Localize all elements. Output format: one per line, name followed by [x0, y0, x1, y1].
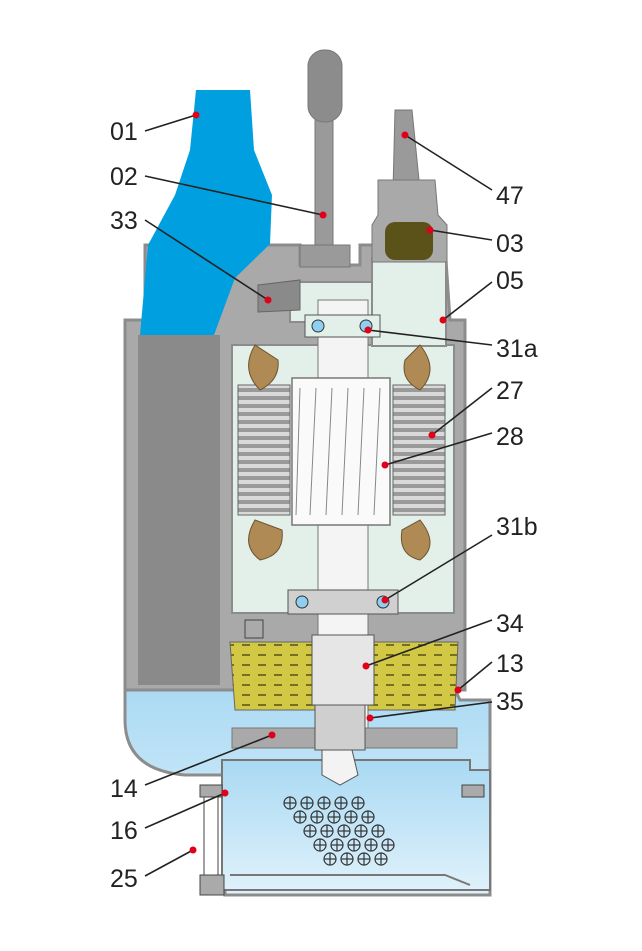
strainer-hole — [340, 852, 354, 866]
lower-bearing — [287, 589, 399, 615]
callout-14: 14 — [110, 731, 276, 803]
callout-label: 14 — [110, 775, 138, 803]
callout-13: 13 — [454, 650, 524, 694]
callout-label: 16 — [110, 817, 138, 845]
callout-31b: 31b — [381, 513, 538, 604]
strainer-hole — [300, 796, 314, 810]
callout-label: 47 — [496, 182, 524, 210]
strainer-hole — [357, 852, 371, 866]
callout-28: 28 — [381, 423, 524, 469]
strainer-hole — [371, 824, 385, 838]
callout-47: 47 — [401, 131, 524, 210]
callout-label: 02 — [110, 163, 138, 191]
strainer-hole — [313, 838, 327, 852]
strainer-hole — [293, 810, 307, 824]
callout-label: 33 — [110, 207, 138, 235]
callout-35: 35 — [366, 688, 524, 722]
strainer-hole — [361, 810, 375, 824]
strainer-hole — [310, 810, 324, 824]
stator-left — [237, 384, 291, 516]
callout-label: 13 — [496, 650, 524, 678]
strainer-holes — [283, 796, 395, 866]
callout-02: 02 — [110, 163, 327, 219]
callout-16: 16 — [110, 789, 229, 845]
callout-34: 34 — [362, 610, 524, 670]
callout-31a: 31a — [364, 326, 538, 363]
callout-05: 05 — [439, 267, 524, 324]
strainer-hole — [337, 824, 351, 838]
strainer-hole — [351, 796, 365, 810]
callout-33: 33 — [110, 207, 272, 304]
strainer-hole — [320, 824, 334, 838]
callout-label: 05 — [496, 267, 524, 295]
callout-label: 31b — [496, 513, 538, 541]
callout-label: 01 — [110, 118, 138, 146]
strainer-hole — [330, 838, 344, 852]
strainer-hole — [347, 838, 361, 852]
callout-27: 27 — [428, 377, 524, 439]
strainer-base — [221, 759, 491, 891]
callout-label: 25 — [110, 865, 138, 893]
strainer-hole — [283, 796, 297, 810]
callout-label: 35 — [496, 688, 524, 716]
strainer-hole — [334, 796, 348, 810]
handle — [314, 104, 334, 251]
callout-label: 34 — [496, 610, 524, 638]
strainer-hole — [303, 824, 317, 838]
strainer-hole — [354, 824, 368, 838]
callout-label: 28 — [496, 423, 524, 451]
strainer-hole — [317, 796, 331, 810]
callout-01: 01 — [110, 111, 200, 146]
callout-label: 31a — [496, 335, 538, 363]
mechanical-seal — [311, 634, 375, 706]
callout-label: 03 — [496, 230, 524, 258]
strainer-hole — [323, 852, 337, 866]
strainer-hole — [374, 852, 388, 866]
callout-25: 25 — [110, 846, 197, 893]
strainer-hole — [381, 838, 395, 852]
discharge-channel — [138, 335, 220, 685]
callout-label: 27 — [496, 377, 524, 405]
rotor — [291, 377, 391, 526]
discharge-outlet — [140, 90, 272, 335]
callout-03: 03 — [426, 226, 524, 258]
strainer-hole — [344, 810, 358, 824]
strainer-hole — [364, 838, 378, 852]
strainer-hole — [327, 810, 341, 824]
upper-bearing — [304, 314, 381, 338]
